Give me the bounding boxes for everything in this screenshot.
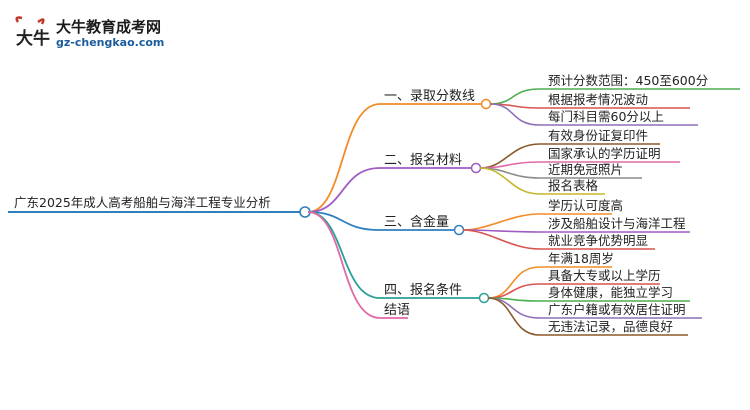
leaf-label: 身体健康，能独立学习 bbox=[548, 285, 673, 300]
branch-connector bbox=[307, 167, 381, 213]
leaf-label: 近期免冠照片 bbox=[548, 162, 623, 177]
branch-connector bbox=[307, 211, 381, 231]
branch-connector bbox=[307, 103, 381, 213]
leaf-label: 每门科目需60分以上 bbox=[548, 109, 664, 124]
leaf-connector bbox=[462, 213, 541, 231]
branch-connector bbox=[307, 211, 381, 319]
leaf-connector bbox=[489, 103, 541, 126]
leaf-label: 报名表格 bbox=[548, 178, 599, 193]
root-topic: 广东2025年成人高考船舶与海洋工程专业分析 bbox=[14, 195, 271, 210]
branch-label: 一、录取分数线 bbox=[384, 89, 475, 104]
branch-node-circle bbox=[470, 162, 482, 174]
branch-node-circle bbox=[478, 292, 490, 304]
leaf-label: 具备大专或以上学历 bbox=[548, 268, 661, 283]
logo-url: gz-chengkao.com bbox=[56, 36, 165, 49]
logo-title: 大牛教育成考网 bbox=[56, 18, 162, 36]
leaf-connector bbox=[479, 161, 541, 169]
leaf-label: 年满18周岁 bbox=[548, 251, 614, 266]
leaf-label: 无违法记录，品德良好 bbox=[548, 319, 673, 334]
leaf-label: 根据报考情况波动 bbox=[548, 92, 648, 107]
leaf-connector bbox=[487, 283, 541, 299]
leaf-label: 学历认可度高 bbox=[548, 198, 623, 213]
leaf-connector bbox=[487, 266, 541, 299]
leaf-connector bbox=[489, 88, 541, 105]
branch-connector bbox=[307, 211, 381, 299]
logo-glyph: 大牛 bbox=[16, 28, 50, 49]
branch-node-circle bbox=[480, 98, 492, 110]
leaf-label: 有效身份证复印件 bbox=[548, 128, 648, 143]
leaf-connector bbox=[479, 167, 541, 195]
bull-logo-icon: 大牛 bbox=[15, 16, 50, 49]
site-logo[interactable]: 大牛 大牛教育成考网 gz-chengkao.com bbox=[12, 14, 212, 54]
leaf-connector bbox=[487, 297, 541, 336]
leaf-connector bbox=[462, 229, 541, 250]
leaf-label: 广东户籍或有效居住证明 bbox=[548, 302, 686, 317]
branch-label: 二、报名材料 bbox=[384, 152, 462, 168]
branch-label: 结语 bbox=[384, 303, 410, 318]
branch-label: 四、报名条件 bbox=[384, 282, 462, 298]
leaf-label: 就业竞争优势明显 bbox=[548, 233, 648, 248]
branch-label: 三、含金量 bbox=[384, 214, 449, 230]
leaf-label: 涉及船舶设计与海洋工程 bbox=[548, 216, 686, 231]
branch-node-circle bbox=[453, 224, 465, 236]
leaf-label: 国家承认的学历证明 bbox=[548, 146, 661, 161]
leaf-label: 预计分数范围：450至600分 bbox=[548, 73, 708, 88]
